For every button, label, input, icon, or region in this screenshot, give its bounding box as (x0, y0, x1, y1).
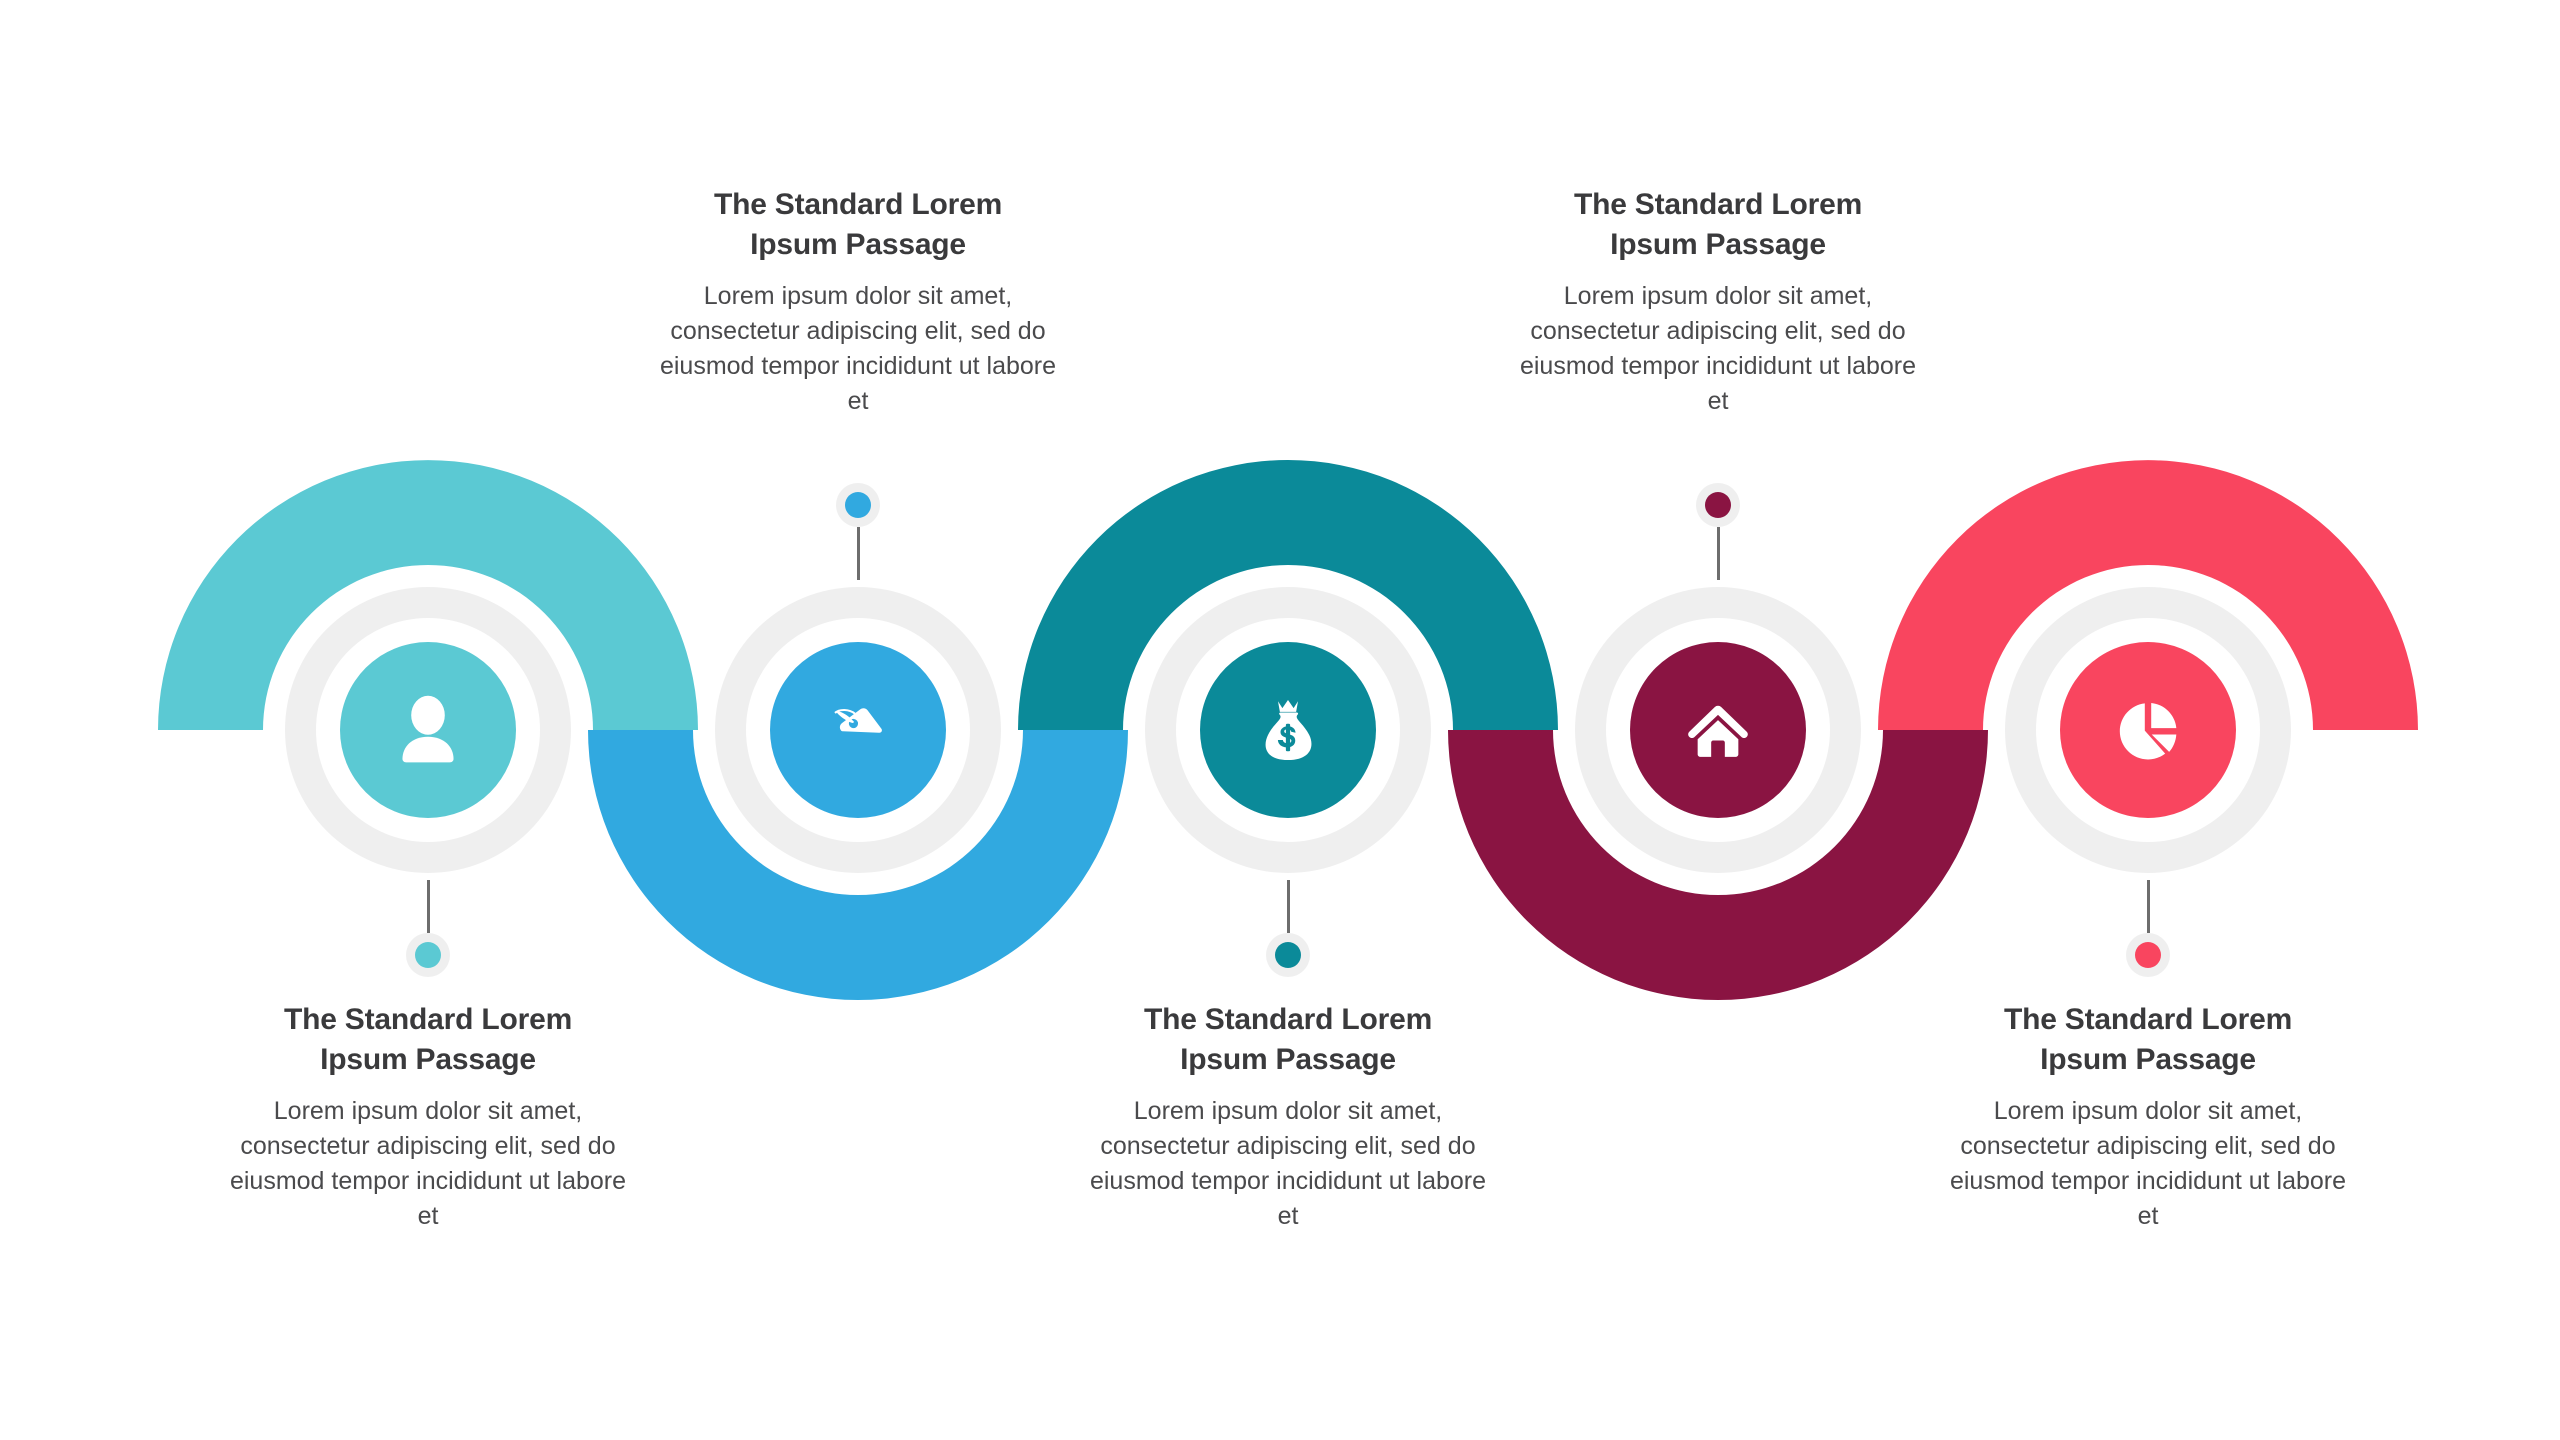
home-icon (1676, 688, 1760, 772)
wave-arc-2 (588, 730, 1128, 1000)
step-title-1: The Standard Lorem Ipsum Passage (283, 1003, 573, 1076)
marker-stem (1286, 880, 1290, 933)
node-icon-disc[interactable] (770, 642, 946, 818)
step-title-2: The Standard Lorem Ipsum Passage (713, 188, 1003, 261)
step-body-1: Lorem ipsum dolor sit amet, consectetur … (229, 1096, 627, 1230)
step-text-block-1: The Standard Lorem Ipsum Passage Lorem i… (218, 1000, 638, 1234)
pie-chart-icon (2107, 689, 2189, 771)
step-text-block-5: The Standard Lorem Ipsum Passage Lorem i… (1938, 1000, 2358, 1234)
step-text-block-3: The Standard Lorem Ipsum Passage Lorem i… (1078, 1000, 1498, 1234)
marker-dot[interactable] (2135, 942, 2161, 968)
node-icon-disc[interactable] (1630, 642, 1806, 818)
wave-arc-4 (1448, 730, 1988, 1000)
marker-dot[interactable] (1705, 492, 1731, 518)
step-title-4: The Standard Lorem Ipsum Passage (1573, 188, 1863, 261)
money-bag-icon (1248, 690, 1328, 770)
marker-dot[interactable] (845, 492, 871, 518)
step-title-5: The Standard Lorem Ipsum Passage (2003, 1003, 2293, 1076)
node-icon-disc[interactable] (340, 642, 516, 818)
step-body-5: Lorem ipsum dolor sit amet, consectetur … (1949, 1096, 2347, 1230)
node-icon-disc[interactable] (2060, 642, 2236, 818)
marker-stem (856, 527, 860, 580)
user-icon (385, 687, 471, 773)
step-text-block-4: The Standard Lorem Ipsum Passage Lorem i… (1508, 185, 1928, 419)
wave-arc-3 (1018, 460, 1558, 730)
marker-stem (426, 880, 430, 933)
node-icon-disc[interactable] (1200, 642, 1376, 818)
marker-dot[interactable] (415, 942, 441, 968)
wave-arc-5 (1878, 460, 2418, 730)
marker-stem (2146, 880, 2150, 933)
price-tag-icon (817, 689, 899, 771)
step-body-4: Lorem ipsum dolor sit amet, consectetur … (1519, 281, 1917, 415)
step-body-2: Lorem ipsum dolor sit amet, consectetur … (659, 281, 1057, 415)
wave-arc-1 (158, 460, 698, 730)
marker-stem (1716, 527, 1720, 580)
step-text-block-2: The Standard Lorem Ipsum Passage Lorem i… (648, 185, 1068, 419)
step-body-3: Lorem ipsum dolor sit amet, consectetur … (1089, 1096, 1487, 1230)
marker-dot[interactable] (1275, 942, 1301, 968)
step-title-3: The Standard Lorem Ipsum Passage (1143, 1003, 1433, 1076)
